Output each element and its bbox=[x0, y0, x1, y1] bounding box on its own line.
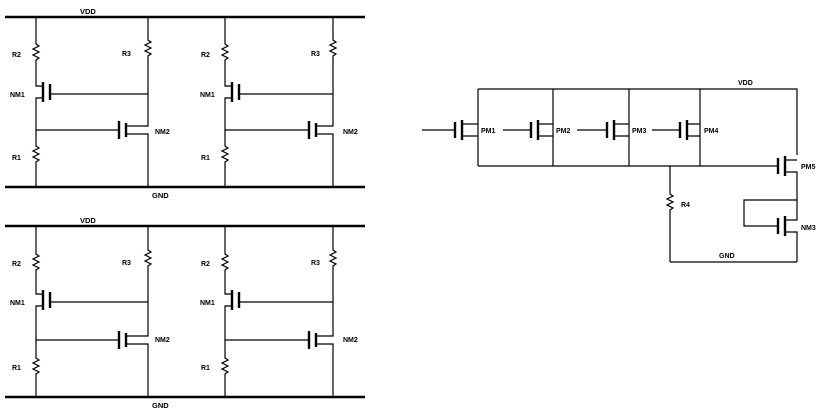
pm2-label: PM2 bbox=[556, 128, 571, 135]
pm4-label: PM4 bbox=[704, 128, 719, 135]
nm1-label: NM1 bbox=[10, 300, 25, 307]
schematic-row-2: VDD GND R2 NM1 R1 R3 NM2 bbox=[5, 216, 365, 410]
pm3-label: PM3 bbox=[632, 128, 647, 135]
vdd-label: VDD bbox=[738, 80, 753, 87]
pm5-label: PM5 bbox=[801, 164, 816, 171]
nm2-label: NM2 bbox=[343, 337, 358, 344]
r3-label: R3 bbox=[122, 51, 131, 58]
r2-label: R2 bbox=[12, 261, 21, 268]
nm1-label: NM1 bbox=[200, 300, 215, 307]
nm3-transistor: NM3 bbox=[743, 199, 816, 262]
vdd-label: VDD bbox=[80, 7, 96, 16]
pm1-transistor: PM1 bbox=[453, 89, 531, 166]
nm1-label: NM1 bbox=[10, 92, 25, 99]
pm3-transistor: PM3 bbox=[605, 89, 680, 166]
r1-label: R1 bbox=[12, 365, 21, 372]
r4-resistor: R4 bbox=[665, 166, 690, 262]
r1-label: R1 bbox=[201, 155, 210, 162]
gnd-label: GND bbox=[719, 253, 735, 260]
r1-label: R1 bbox=[12, 155, 21, 162]
bias-cell: R2 NM1 R1 R3 NM2 bbox=[10, 226, 170, 397]
r2-label: R2 bbox=[201, 52, 210, 59]
r3-label: R3 bbox=[311, 260, 320, 267]
pmos-chain-circuit: VDD PM1 PM2 PM3 bbox=[422, 80, 816, 263]
r3-label: R3 bbox=[311, 51, 320, 58]
r3-label: R3 bbox=[122, 260, 131, 267]
bias-cell: R2 NM1 R1 R3 NM2 bbox=[200, 226, 358, 397]
r2-label: R2 bbox=[12, 52, 21, 59]
nm2-label: NM2 bbox=[343, 129, 358, 136]
schematic-row-1: VDD GND R2 NM1 R1 R3 NM2 bbox=[5, 7, 365, 200]
vdd-label: VDD bbox=[80, 216, 96, 225]
r1-label: R1 bbox=[201, 365, 210, 372]
gnd-label: GND bbox=[152, 191, 169, 200]
pm1-label: PM1 bbox=[481, 128, 496, 135]
gnd-label: GND bbox=[152, 401, 169, 410]
pm2-transistor: PM2 bbox=[529, 89, 607, 166]
nm1-label: NM1 bbox=[200, 92, 215, 99]
vdd-wire bbox=[478, 88, 798, 155]
bias-cell: R2 NM1 R1 R3 NM2 bbox=[200, 17, 358, 187]
r2-label: R2 bbox=[201, 261, 210, 268]
pm5-transistor: PM5 bbox=[776, 156, 816, 200]
nm3-label: NM3 bbox=[801, 225, 816, 232]
nm2-label: NM2 bbox=[155, 337, 170, 344]
nm2-label: NM2 bbox=[155, 129, 170, 136]
r4-label: R4 bbox=[681, 202, 690, 209]
pm4-transistor: PM4 bbox=[678, 89, 719, 166]
bias-cell: R2 NM1 R1 R3 NM2 bbox=[10, 17, 170, 187]
